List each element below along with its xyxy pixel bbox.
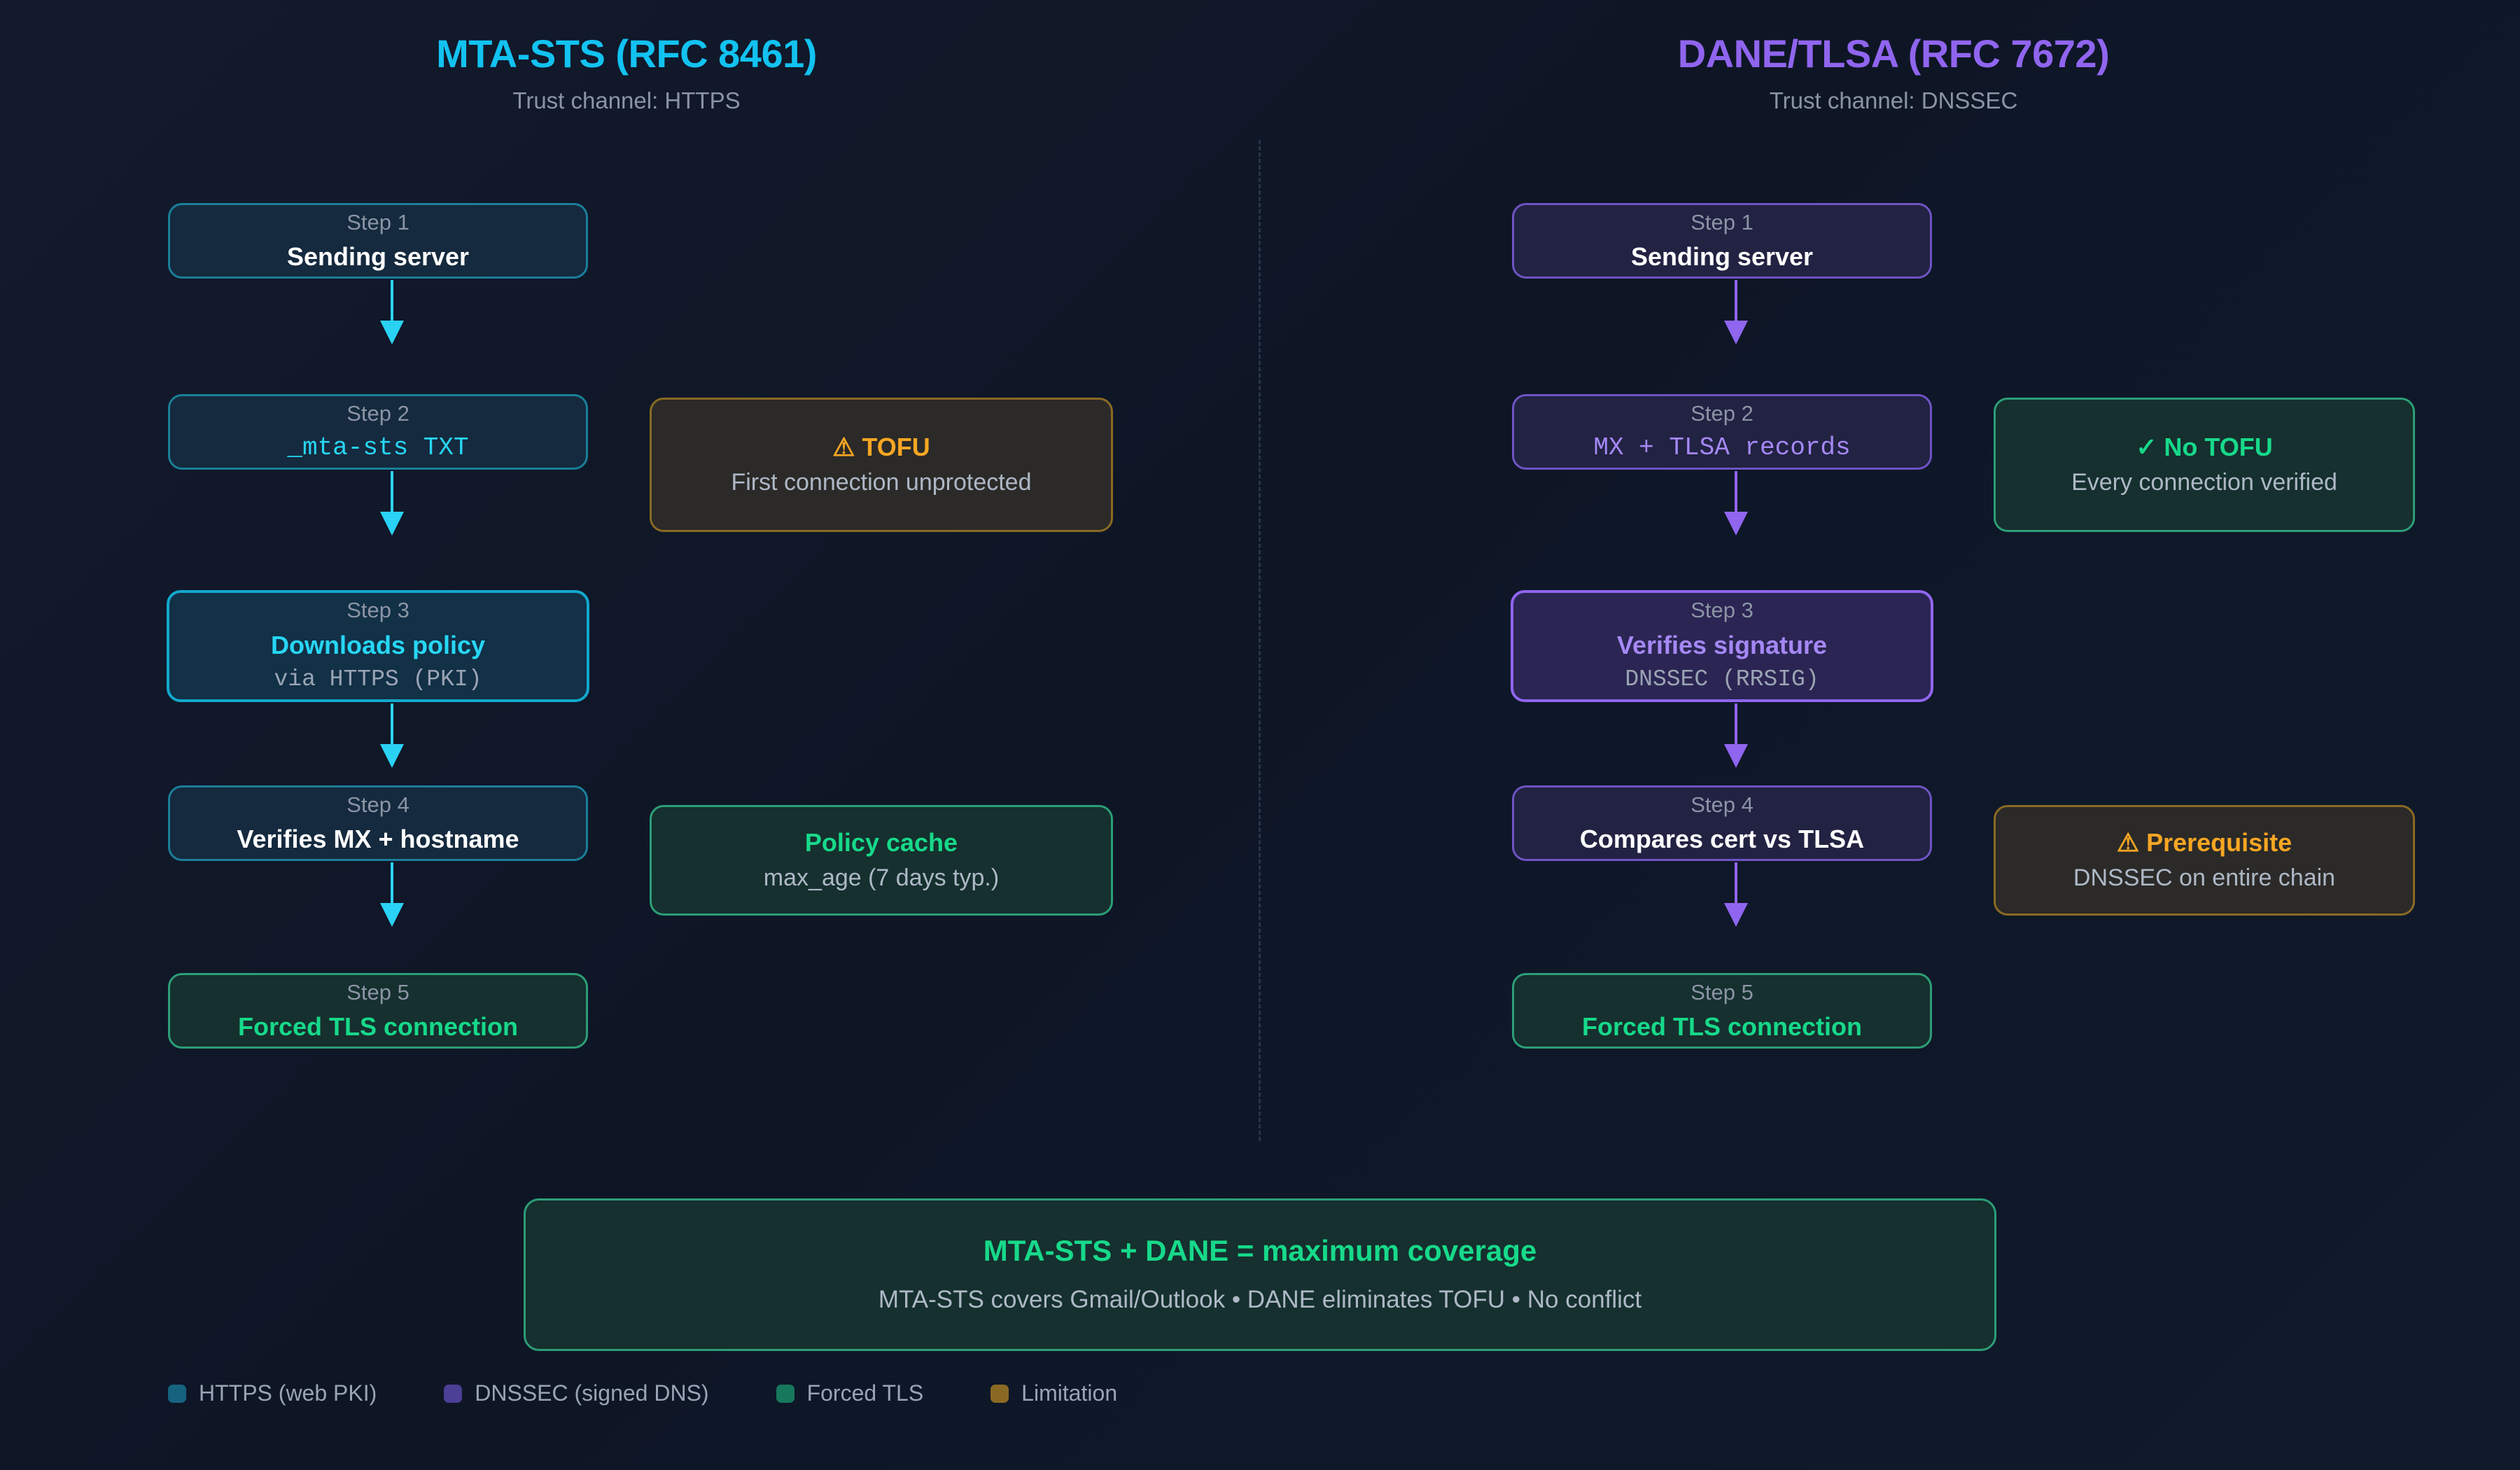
left-arrow-3-to-4	[378, 704, 406, 768]
summary-banner: MTA-STS + DANE = maximum coverage MTA-ST…	[524, 1198, 1996, 1351]
right-step-4[interactable]: Step 4 Compares cert vs TLSA	[1512, 785, 1932, 861]
left-note-tofu[interactable]: ⚠ TOFU First connection unprotected	[650, 398, 1113, 532]
right-step-1-title: Sending server	[1630, 242, 1814, 272]
right-step-3-label: Step 3	[1690, 598, 1754, 623]
left-step-3-label: Step 3	[346, 598, 410, 623]
legend-label-forced-tls: Forced TLS	[806, 1380, 924, 1406]
left-note-policy-cache-desc: max_age (7 days typ.)	[763, 864, 1000, 892]
right-step-3[interactable]: Step 3 Verifies signature DNSSEC (RRSIG)	[1511, 590, 1933, 702]
legend-swatch-https-icon	[168, 1384, 186, 1403]
column-title-dane-tlsa: DANE/TLSA (RFC 7672)	[1677, 31, 2110, 76]
left-note-policy-cache[interactable]: Policy cache max_age (7 days typ.)	[650, 805, 1113, 916]
right-arrow-4-to-5	[1722, 862, 1750, 927]
right-arrow-3-to-4	[1722, 704, 1750, 768]
check-icon-no-tofu-label: ✓ No TOFU	[2136, 433, 2273, 462]
column-header-mta-sts: MTA-STS (RFC 8461) Trust channel: HTTPS	[126, 31, 1127, 114]
left-step-1[interactable]: Step 1 Sending server	[168, 203, 588, 279]
left-step-4-label: Step 4	[346, 792, 410, 817]
right-step-3-subtitle: DNSSEC (RRSIG)	[1625, 666, 1819, 692]
left-step-5-label: Step 5	[346, 979, 410, 1004]
right-step-3-title: Verifies signature	[1616, 630, 1828, 659]
left-step-3[interactable]: Step 3 Downloads policy via HTTPS (PKI)	[167, 590, 589, 702]
right-note-prerequisite-desc: DNSSEC on entire chain	[2073, 864, 2336, 892]
column-divider	[1259, 140, 1261, 1141]
column-subtitle-dane-tlsa: Trust channel: DNSSEC	[1769, 87, 2018, 113]
left-arrow-1-to-2	[378, 280, 406, 344]
left-arrow-4-to-5	[378, 862, 406, 927]
left-step-4-title: Verifies MX + hostname	[237, 825, 519, 854]
column-title-mta-sts: MTA-STS (RFC 8461)	[436, 31, 817, 76]
right-step-5-label: Step 5	[1690, 979, 1754, 1004]
legend-swatch-dnssec-icon	[444, 1384, 463, 1403]
summary-subtitle: MTA-STS covers Gmail/Outlook • DANE elim…	[878, 1286, 1642, 1314]
right-arrow-1-to-2	[1722, 280, 1750, 344]
column-subtitle-mta-sts: Trust channel: HTTPS	[512, 87, 741, 113]
legend-label-dnssec: DNSSEC (signed DNS)	[475, 1380, 709, 1406]
left-step-3-title: Downloads policy	[270, 630, 486, 659]
legend-item-limitation: Limitation	[990, 1380, 1117, 1406]
right-step-5-title: Forced TLS connection	[1581, 1012, 1863, 1042]
legend: HTTPS (web PKI) DNSSEC (signed DNS) Forc…	[168, 1380, 1184, 1406]
legend-item-https: HTTPS (web PKI)	[168, 1380, 377, 1406]
right-note-no-tofu-desc: Every connection verified	[2071, 469, 2337, 496]
right-step-1[interactable]: Step 1 Sending server	[1512, 203, 1932, 279]
left-arrow-2-to-3	[378, 471, 406, 536]
left-step-1-label: Step 1	[346, 209, 410, 234]
right-step-2-title: MX + TLSA records	[1593, 433, 1851, 463]
warning-icon-prerequisite-label: ⚠ Prerequisite	[2116, 828, 2292, 858]
left-step-3-subtitle: via HTTPS (PKI)	[274, 666, 482, 692]
right-step-2-label: Step 2	[1690, 400, 1754, 426]
warning-icon-tofu-label: ⚠ TOFU	[832, 433, 930, 462]
right-step-1-label: Step 1	[1690, 209, 1754, 234]
legend-item-dnssec: DNSSEC (signed DNS)	[444, 1380, 709, 1406]
right-step-4-label: Step 4	[1690, 792, 1754, 817]
legend-swatch-forced-tls-icon	[776, 1384, 794, 1403]
right-note-prerequisite[interactable]: ⚠ Prerequisite DNSSEC on entire chain	[1994, 805, 2415, 916]
left-step-5[interactable]: Step 5 Forced TLS connection	[168, 973, 588, 1049]
legend-label-https: HTTPS (web PKI)	[199, 1380, 377, 1406]
legend-swatch-limitation-icon	[990, 1384, 1009, 1403]
left-step-2-label: Step 2	[346, 400, 410, 426]
legend-item-forced-tls: Forced TLS	[776, 1380, 924, 1406]
right-step-4-title: Compares cert vs TLSA	[1579, 825, 1865, 854]
right-step-2[interactable]: Step 2 MX + TLSA records	[1512, 394, 1932, 470]
left-step-4[interactable]: Step 4 Verifies MX + hostname	[168, 785, 588, 861]
right-step-5[interactable]: Step 5 Forced TLS connection	[1512, 973, 1932, 1049]
left-step-5-title: Forced TLS connection	[237, 1012, 519, 1042]
left-step-1-title: Sending server	[286, 242, 470, 272]
legend-label-limitation: Limitation	[1021, 1380, 1118, 1406]
summary-title: MTA-STS + DANE = maximum coverage	[983, 1234, 1537, 1268]
column-header-dane-tlsa: DANE/TLSA (RFC 7672) Trust channel: DNSS…	[1393, 31, 2394, 114]
left-note-tofu-desc: First connection unprotected	[731, 469, 1032, 496]
right-note-no-tofu[interactable]: ✓ No TOFU Every connection verified	[1994, 398, 2415, 532]
left-note-policy-cache-label: Policy cache	[804, 828, 958, 858]
left-step-2[interactable]: Step 2 _mta-sts TXT	[168, 394, 588, 470]
right-arrow-2-to-3	[1722, 471, 1750, 536]
left-step-2-title: _mta-sts TXT	[287, 433, 469, 463]
